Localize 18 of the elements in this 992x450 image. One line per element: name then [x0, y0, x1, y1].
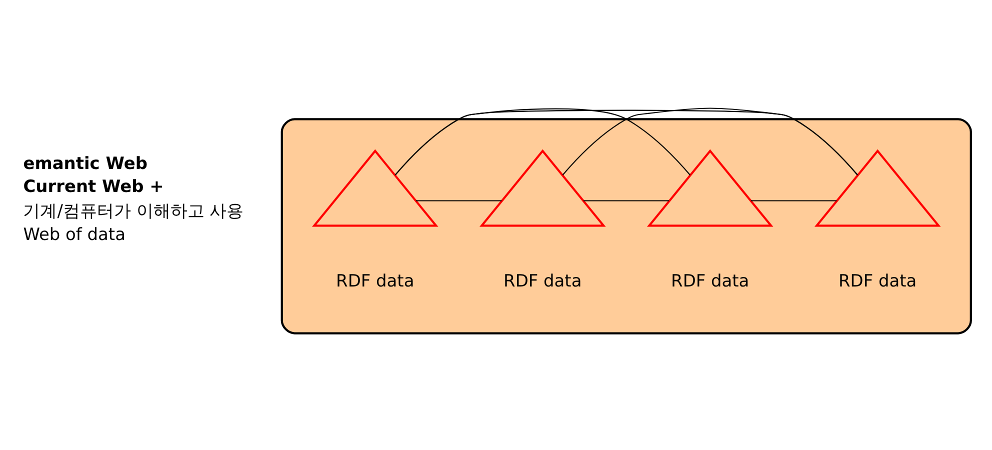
node-triangle — [312, 149, 438, 227]
node-triangle — [646, 149, 774, 227]
node-triangle — [479, 149, 606, 227]
node-label: RDF data — [671, 270, 750, 290]
node-label: RDF data — [504, 270, 582, 290]
connector — [584, 200, 670, 202]
node-label: RDF data — [838, 270, 917, 290]
label: emantic Web — [23, 152, 148, 173]
connector — [562, 108, 858, 176]
connector — [416, 200, 502, 202]
node-triangle — [814, 149, 941, 227]
cluster — [280, 118, 972, 334]
label: Current Web + — [23, 176, 164, 196]
connector — [751, 200, 837, 202]
connector — [394, 108, 690, 176]
label: 기계/컴퓨터가 이해하고 사용 — [23, 200, 244, 220]
label: Web of data — [23, 224, 126, 244]
node-label: RDF data — [336, 270, 414, 290]
